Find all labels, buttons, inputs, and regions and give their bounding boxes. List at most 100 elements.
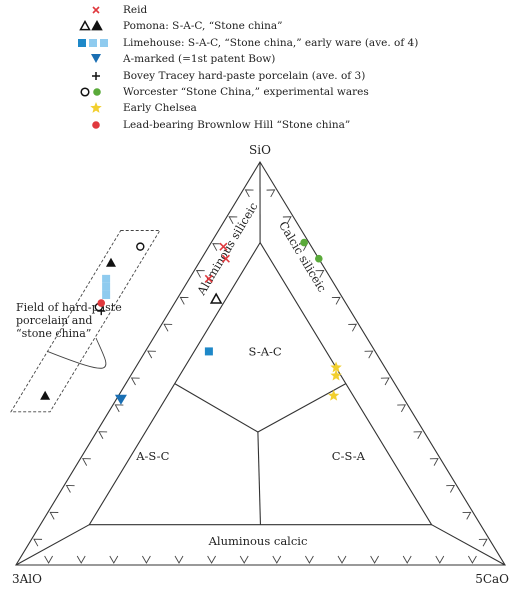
point-pomona-filled bbox=[40, 390, 51, 400]
edge-tick bbox=[435, 555, 445, 564]
point-early-chelsea bbox=[330, 369, 342, 381]
edge-tick bbox=[380, 377, 390, 386]
edge-tick bbox=[109, 555, 119, 564]
point-reid bbox=[219, 242, 228, 251]
edge-tick bbox=[446, 484, 456, 493]
annotation-line: “stone china” bbox=[16, 327, 91, 340]
legend-triangle bbox=[79, 20, 91, 31]
edge-tick bbox=[174, 555, 184, 564]
point-limehouse bbox=[102, 274, 111, 283]
edge-tick bbox=[402, 555, 412, 564]
point-worcester-open bbox=[136, 242, 145, 251]
field-divider bbox=[257, 431, 261, 525]
legend-item: Lead-bearing Brownlow Hill “Stone china” bbox=[0, 117, 514, 133]
region-label: S-A-C bbox=[249, 344, 282, 358]
edge-tick bbox=[478, 538, 488, 547]
legend-item: Worcester “Stone China,” experimental wa… bbox=[0, 84, 514, 100]
legend-marker-svg bbox=[92, 71, 100, 80]
legend-marker-svg bbox=[92, 120, 100, 129]
legend-dot bbox=[92, 120, 100, 129]
legend-marker-triangle-pair bbox=[76, 18, 112, 34]
region-label: A-S-C bbox=[135, 449, 169, 463]
legend-marker-svg bbox=[92, 6, 100, 14]
edge-tick bbox=[348, 323, 358, 332]
point-limehouse bbox=[204, 347, 213, 356]
field-divider bbox=[174, 383, 259, 433]
point-pomona-filled bbox=[105, 257, 116, 267]
legend-marker-x bbox=[76, 2, 112, 18]
annotation-leader bbox=[47, 337, 107, 369]
point-limehouse bbox=[102, 282, 111, 291]
edge-tick bbox=[397, 404, 407, 413]
point-limehouse bbox=[102, 290, 111, 299]
point-reid bbox=[204, 274, 213, 283]
legend-marker-dot bbox=[76, 117, 112, 133]
vertex-label-bottom-right: 5CaO bbox=[475, 572, 509, 586]
legend-marker-triangle-down bbox=[76, 51, 112, 67]
edge-tick bbox=[207, 555, 216, 564]
edge-tick bbox=[244, 189, 254, 198]
edge-tick bbox=[98, 431, 108, 439]
edge-tick bbox=[163, 323, 173, 332]
legend-item: Early Chelsea bbox=[0, 100, 514, 116]
field-divider bbox=[257, 383, 347, 433]
point-reid bbox=[221, 254, 230, 263]
edge-tick bbox=[239, 555, 249, 564]
edge-tick bbox=[413, 431, 423, 439]
legend-square bbox=[78, 38, 86, 47]
legend-item: Reid bbox=[0, 2, 514, 18]
legend-label: Bovey Tracey hard-paste porcelain (ave. … bbox=[123, 69, 366, 82]
legend-marker-svg bbox=[80, 87, 101, 97]
legend-label: A-marked (=1st patent Bow) bbox=[123, 53, 276, 66]
edge-tick bbox=[76, 555, 86, 564]
edge-tick bbox=[82, 458, 91, 466]
point-worcester-filled bbox=[300, 238, 308, 247]
region-label: C-S-A bbox=[332, 449, 366, 463]
legend-triangle-down bbox=[91, 54, 101, 64]
edge-tick bbox=[468, 555, 477, 564]
edge-tick bbox=[44, 555, 53, 564]
annotation-line: porcelain and bbox=[16, 314, 92, 327]
edge-tick bbox=[305, 555, 314, 564]
dashed-field-outline bbox=[10, 230, 161, 413]
edge-tick bbox=[337, 555, 347, 564]
point-early-chelsea bbox=[330, 361, 342, 373]
edge-tick bbox=[331, 296, 341, 305]
annotation-line: Field of hard-paste bbox=[16, 301, 122, 314]
legend-label: Worcester “Stone China,” experimental wa… bbox=[123, 86, 369, 98]
edge-tick bbox=[272, 555, 282, 564]
region-label: Aluminous siliceic bbox=[194, 200, 261, 299]
legend-item: Pomona: S-A-C, “Stone china” bbox=[0, 18, 514, 34]
legend-star bbox=[90, 102, 102, 114]
legend-square bbox=[89, 38, 97, 47]
edge-tick bbox=[142, 555, 151, 564]
point-pomona-open bbox=[209, 292, 223, 304]
legend-label: Limehouse: S-A-C, “Stone china,” early w… bbox=[123, 36, 419, 49]
edge-tick bbox=[462, 511, 472, 520]
legend-marker-svg bbox=[91, 54, 101, 64]
edge-tick bbox=[130, 377, 140, 386]
point-a-marked bbox=[114, 394, 127, 405]
region-label: Aluminous calcic bbox=[208, 534, 308, 548]
edge-tick bbox=[315, 270, 325, 278]
legend-plus bbox=[92, 71, 100, 80]
legend-item: Bovey Tracey hard-paste porcelain (ave. … bbox=[0, 68, 514, 84]
legend-marker-square-trio bbox=[76, 35, 112, 51]
edge-tick bbox=[228, 216, 238, 225]
edge-tick bbox=[429, 458, 439, 466]
edge-tick bbox=[364, 350, 374, 359]
edge-tick bbox=[370, 555, 379, 564]
edge-tick bbox=[33, 538, 43, 547]
legend-triangle bbox=[91, 20, 103, 31]
edge-tick bbox=[65, 484, 75, 493]
inner-triangle bbox=[88, 241, 433, 526]
edge-tick bbox=[147, 350, 156, 359]
point-brownlow-hill bbox=[97, 299, 106, 307]
point-early-chelsea bbox=[327, 389, 340, 401]
legend-marker-star bbox=[76, 100, 112, 116]
outer-triangle bbox=[15, 160, 506, 566]
edge-tick bbox=[195, 270, 205, 278]
edge-tick bbox=[282, 216, 292, 225]
